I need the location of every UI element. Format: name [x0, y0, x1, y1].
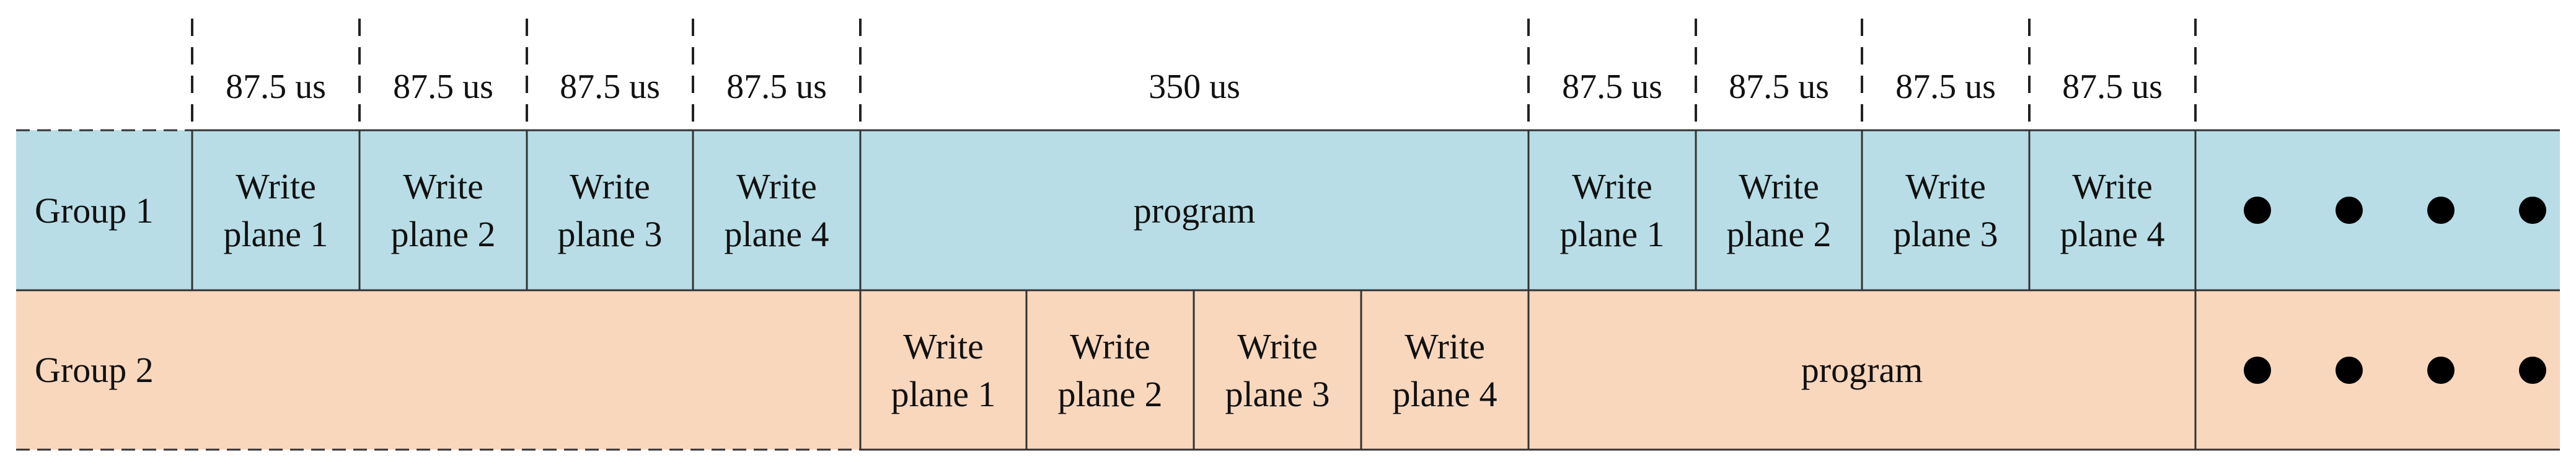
group1-label: Group 1 [35, 190, 154, 231]
duration-label-2: 87.5 us [393, 68, 493, 106]
group2-continuation-dot-2 [2336, 357, 2363, 384]
group1-continuation-dot-1 [2244, 197, 2271, 224]
group2-continuation-dot-4 [2519, 357, 2546, 384]
group2-block-program: program [1801, 350, 1923, 390]
row-borders [16, 129, 2560, 451]
group1-dividers [191, 130, 2197, 290]
duration-label-4: 87.5 us [726, 68, 827, 106]
duration-label-5: 350 us [1149, 68, 1240, 106]
duration-label-6: 87.5 us [1562, 68, 1662, 106]
group1-continuation-dot-2 [2336, 197, 2363, 224]
group2-continuation-dot-1 [2244, 357, 2271, 384]
group2-label: Group 2 [35, 350, 154, 390]
group1-row-fill [16, 130, 2560, 290]
timing-markers [191, 19, 2197, 130]
duration-label-3: 87.5 us [560, 68, 660, 106]
group2-dividers [859, 290, 2197, 450]
group1-continuation-dot-3 [2427, 197, 2455, 224]
group1-block-program: program [1133, 190, 1256, 231]
duration-label-7: 87.5 us [1729, 68, 1829, 106]
group1-continuation-dot-4 [2519, 197, 2546, 224]
group2-continuation-dot-3 [2427, 357, 2455, 384]
group2-row-fill [16, 290, 2560, 450]
duration-label-9: 87.5 us [2062, 68, 2163, 106]
duration-label-8: 87.5 us [1895, 68, 1996, 106]
duration-label-1: 87.5 us [226, 68, 326, 106]
